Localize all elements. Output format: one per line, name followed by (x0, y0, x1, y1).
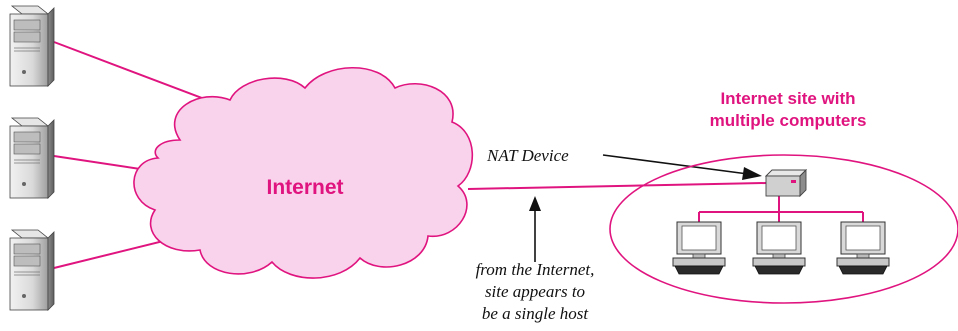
site-title-line-1: Internet site with (720, 89, 855, 108)
server-1 (9, 5, 55, 87)
internet-cloud: Internet (133, 67, 474, 279)
server-tower-icon (9, 5, 55, 87)
server-3 (9, 229, 55, 311)
desktop-computer-icon (752, 221, 806, 275)
desktop-computer-icon (836, 221, 890, 275)
server-tower-icon (9, 229, 55, 311)
site-computer-3 (836, 221, 890, 275)
nat-annotation: NAT Device (486, 146, 762, 180)
server-2 (9, 117, 55, 199)
single-host-annotation: from the Internet, site appears to be a … (476, 196, 595, 323)
note-line-3: be a single host (482, 304, 590, 323)
nat-pointer-arrow (602, 154, 749, 175)
note-line-1: from the Internet, (476, 260, 595, 279)
nat-device-icon (764, 169, 808, 177)
site-computer-2 (752, 221, 806, 275)
host-pointer-arrowhead (529, 196, 541, 211)
nat-device (764, 168, 808, 198)
site-links (698, 196, 864, 222)
site-title-line-2: multiple computers (710, 111, 867, 130)
site-boundary (609, 154, 958, 304)
note-line-2: site appears to (485, 282, 585, 301)
cloud-shape (133, 67, 474, 279)
internet-site: Internet site with multiple computers (609, 89, 958, 304)
desktop-computer-icon (672, 221, 726, 275)
nat-pointer-arrowhead (742, 167, 762, 180)
cloud-to-nat-link (467, 182, 767, 190)
cloud-label: Internet (266, 176, 343, 199)
nat-label: NAT Device (486, 146, 569, 165)
site-computer-1 (672, 221, 726, 275)
server-tower-icon (9, 117, 55, 199)
